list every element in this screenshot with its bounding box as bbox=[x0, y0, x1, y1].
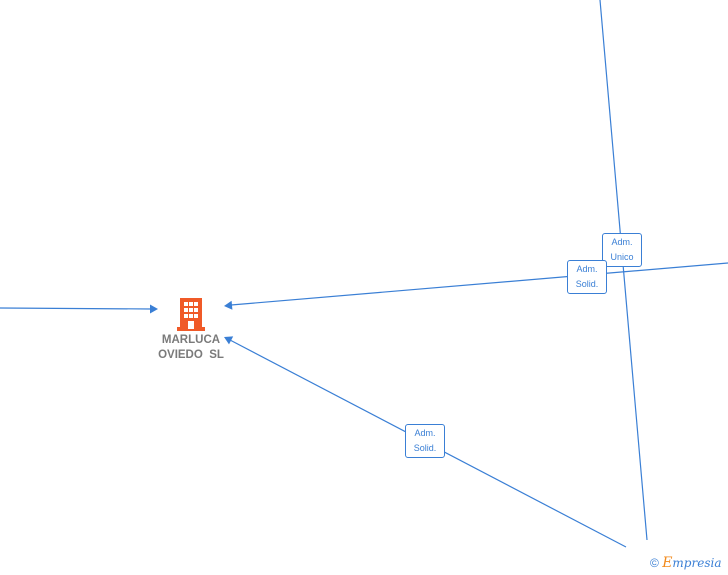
edge-vertical bbox=[599, 0, 648, 541]
arrow-head-left bbox=[150, 304, 158, 314]
role-label-line2: Unico bbox=[610, 252, 634, 262]
building-icon bbox=[177, 298, 205, 331]
company-name-line2: OVIEDO SL bbox=[158, 349, 224, 361]
edge-left-to-company bbox=[0, 307, 153, 310]
role-label-line1: Adm. bbox=[576, 264, 598, 274]
footer-brand: © Empresia bbox=[650, 555, 721, 571]
brand-logo-text: mpresia bbox=[672, 556, 722, 570]
role-label-line1: Adm. bbox=[414, 428, 436, 438]
role-label-line2: Solid. bbox=[575, 279, 599, 289]
edge-right-to-company bbox=[230, 262, 728, 306]
company-name-line1: MARLUCA bbox=[161, 334, 221, 346]
company-node[interactable]: MARLUCA OVIEDO SL bbox=[150, 297, 232, 363]
role-label-line1: Adm. bbox=[611, 237, 633, 247]
arrow-head-bottom bbox=[224, 336, 234, 345]
role-label-adm-solid-right: Adm. Solid. bbox=[567, 260, 607, 294]
copyright-symbol: © bbox=[650, 556, 659, 570]
role-label-adm-solid-bottom: Adm. Solid. bbox=[405, 424, 445, 458]
role-label-adm-unico: Adm. Unico bbox=[602, 233, 642, 267]
arrow-head-right bbox=[224, 300, 233, 310]
role-label-line2: Solid. bbox=[413, 443, 437, 453]
company-name[interactable]: MARLUCA OVIEDO SL bbox=[150, 333, 232, 363]
brand-logo-e: E bbox=[662, 555, 673, 571]
